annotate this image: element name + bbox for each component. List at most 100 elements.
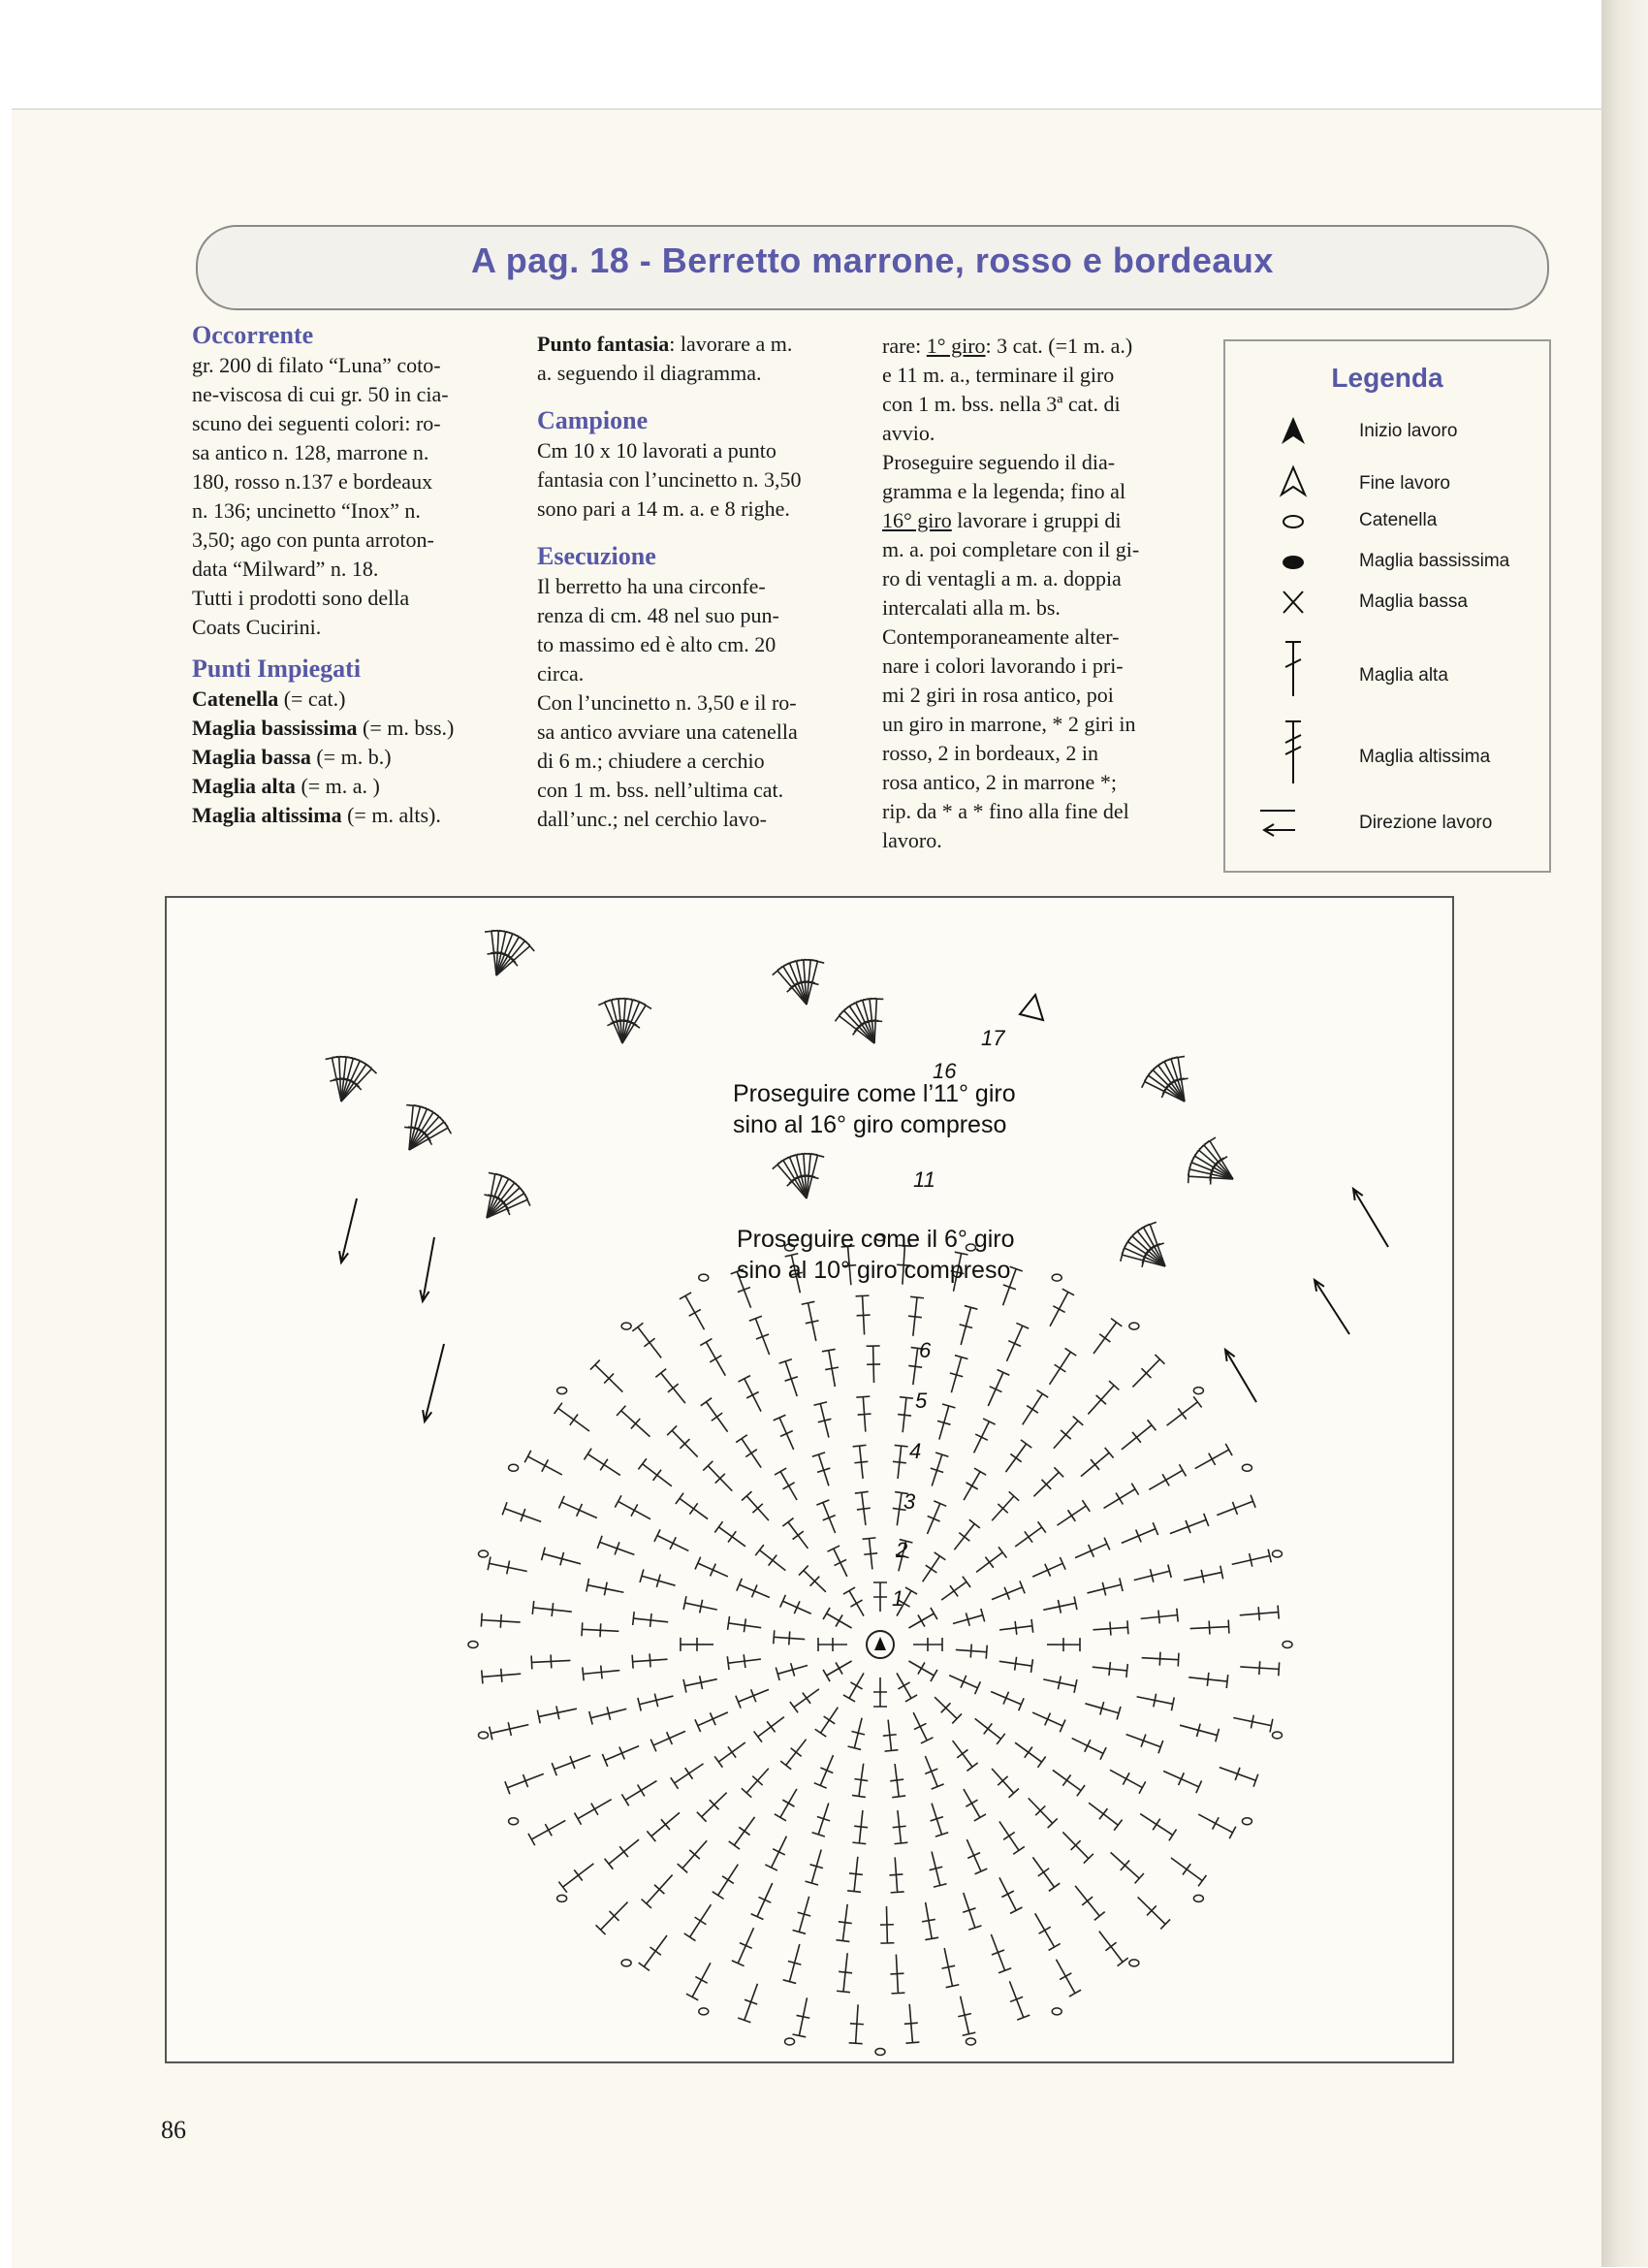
stitch-mark <box>557 1495 598 1519</box>
chain-mark <box>1192 1386 1205 1395</box>
fan-group <box>834 1009 875 1044</box>
chain-mark <box>783 2037 796 2046</box>
stitch-mark <box>856 1395 872 1432</box>
stitch-mark <box>1043 1596 1078 1613</box>
stitch-mark <box>1121 1419 1157 1451</box>
stitch-mark <box>1031 1556 1066 1578</box>
stitch-mark <box>536 1706 578 1724</box>
stitch-mark <box>596 1535 635 1556</box>
stitch-mark <box>713 1741 746 1769</box>
stitch-mark <box>582 1665 620 1681</box>
legend-label: Catenella <box>1359 510 1438 530</box>
text-line: sa antico avviare una catenella <box>537 719 798 744</box>
stitch-mark <box>822 1660 852 1682</box>
stitch-mark <box>1133 1564 1173 1582</box>
occorrente-text: gr. 200 di filato “Luna” coto-ne-viscosa… <box>192 351 518 642</box>
stitch-mark <box>726 1654 762 1671</box>
stitch-mark <box>873 1677 887 1708</box>
text-line: renza di cm. 48 nel suo pun- <box>537 603 779 627</box>
stitch-item: Catenella (= cat.) <box>192 685 518 714</box>
cross-icon <box>1283 591 1304 614</box>
stitch-mark <box>936 1403 956 1440</box>
col3-post16: lavorare i gruppi di <box>951 508 1122 532</box>
stitch-mark <box>896 1586 918 1616</box>
stitch-mark <box>1141 1651 1180 1667</box>
stitch-mark <box>653 1528 689 1552</box>
chain-mark <box>965 2037 977 2046</box>
chain-mark <box>1051 2007 1062 2016</box>
stitch-mark <box>752 1715 785 1743</box>
stitch-mark <box>1233 1714 1274 1733</box>
stitch-mark <box>1179 1723 1220 1742</box>
page-title: A pag. 18 - Berretto marrone, rosso e bo… <box>471 240 1274 280</box>
stitch-mark <box>540 1547 582 1566</box>
stitch-mark <box>848 2004 864 2045</box>
stitch-mark <box>1103 1483 1140 1510</box>
chain-mark <box>698 1273 710 1282</box>
stitch-mark <box>813 1754 835 1789</box>
stitch-mark <box>866 1345 881 1384</box>
text-line: intercalati alla m. bs. <box>882 595 1061 620</box>
stitch-mark <box>836 1953 853 1994</box>
stitch-mark <box>1194 1443 1233 1470</box>
stitch-mark <box>998 1821 1026 1855</box>
stitch-mark <box>921 1551 946 1582</box>
text-line: ro di ventagli a m. a. doppia <box>882 566 1122 591</box>
legend-title: Legenda <box>1331 363 1443 393</box>
legend-label: Maglia alta <box>1359 665 1448 686</box>
col3-round16: 16° giro <box>882 508 952 532</box>
stitch-mark <box>1239 1605 1281 1621</box>
stitch-item: Maglia bassissima (= m. bss.) <box>192 714 518 743</box>
stitch-mark <box>855 1294 871 1335</box>
stitch-mark <box>1005 1322 1030 1362</box>
chain-mark <box>965 1243 977 1252</box>
stitch-mark <box>1046 1638 1081 1652</box>
stitch-mark <box>680 1637 714 1651</box>
stitch-mark <box>816 1499 837 1534</box>
stitch-mark <box>682 1676 717 1693</box>
stitch-mark <box>527 1819 566 1846</box>
stitch-mark <box>638 1934 668 1972</box>
stitch-mark <box>814 1707 840 1738</box>
stitch-mark <box>811 1452 831 1486</box>
stitch-mark <box>908 1346 925 1386</box>
stitch-name: Maglia alta <box>192 774 296 798</box>
treble-crochet-icon <box>1284 720 1302 783</box>
stitch-mark <box>750 1882 774 1921</box>
stitch-mark <box>1085 1701 1122 1720</box>
stitch-mark <box>805 1849 824 1886</box>
stitch-mark <box>908 1607 938 1629</box>
stitch-mark <box>557 1863 594 1894</box>
chain-mark <box>874 1232 886 1242</box>
stitch-mark <box>1121 1521 1159 1545</box>
stitch-mark <box>603 1838 640 1870</box>
stitch-mark <box>813 1401 832 1438</box>
direction-arrows-icon <box>1260 810 1295 837</box>
stitch-mark <box>903 2003 920 2045</box>
stitch-mark <box>650 1730 686 1752</box>
stitch-mark <box>962 1892 982 1932</box>
stitch-mark <box>700 1397 729 1433</box>
text-line: circa. <box>537 661 585 686</box>
open-arrowhead-icon <box>1279 464 1308 497</box>
stitch-mark <box>737 1983 759 2024</box>
text-line: con 1 m. bss. nell’ultima cat. <box>537 778 784 802</box>
col3-round1: 1° giro <box>926 334 986 358</box>
stitch-mark <box>1169 1513 1210 1535</box>
stitch-mark <box>1008 1980 1030 2021</box>
stitch-mark <box>1049 1288 1075 1327</box>
stitch-mark <box>504 1773 545 1795</box>
note-upper-line1: Proseguire come l’11° giro <box>733 1080 1016 1107</box>
stitch-mark <box>675 1492 709 1520</box>
stitch-mark <box>1231 1549 1273 1567</box>
stitch-mark <box>789 1688 820 1713</box>
stitch-mark <box>683 1903 713 1942</box>
text-line: e 11 m. a., terminare il giro <box>882 363 1115 387</box>
stitch-mark <box>1087 1578 1124 1596</box>
chain-mark <box>507 1463 520 1473</box>
stitch-mark <box>1062 1831 1094 1865</box>
stitch-mark <box>773 1414 795 1451</box>
stitch-mark <box>1087 1380 1120 1415</box>
stitch-mark <box>594 1901 629 1935</box>
stitch-mark <box>601 1744 640 1768</box>
